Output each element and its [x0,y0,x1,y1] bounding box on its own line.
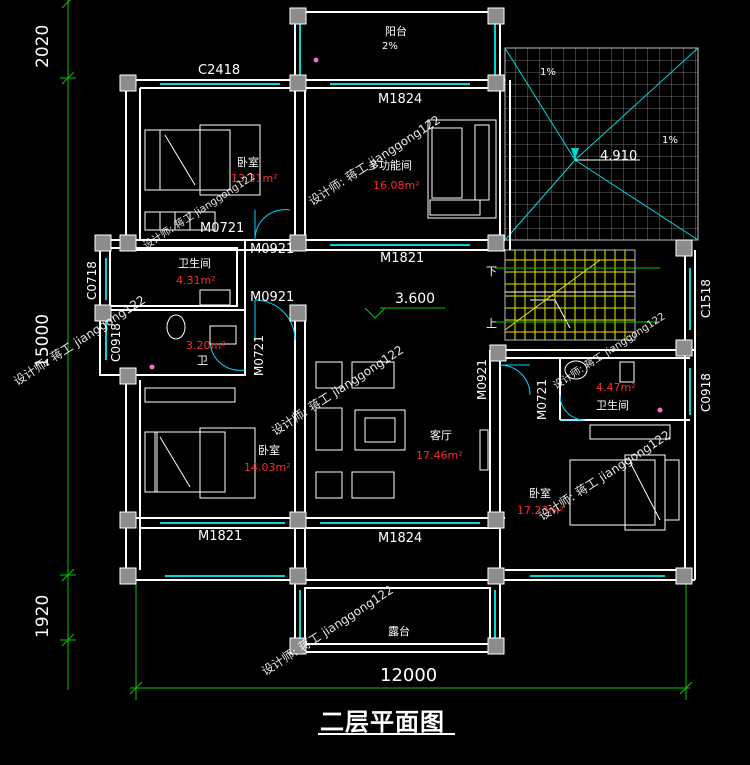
living-level: 3.600 [395,291,436,307]
windows [105,20,691,645]
opening-m0921-a: M0921 [250,242,295,257]
bath-w-area: 3.20m² [186,339,226,352]
bath-e-label: 卫生间 [596,399,629,412]
balcony-bottom-label: 露台 [388,625,410,638]
bedroom-nw-area: 13.31m² [231,172,278,185]
dim-total-width: 12000 [380,665,438,686]
furniture [144,119,680,531]
opening-m0721-a: M0721 [200,221,245,236]
opening-m1824-bottom: M1824 [378,531,423,546]
bath-nw-area: 4.31m² [176,274,216,287]
stairs [495,249,660,341]
balcony-top-label: 阳台 [385,25,407,38]
bedroom-w-label: 卧室 [258,444,280,457]
living-label: 客厅 [430,429,452,442]
bedroom-e-area: 17.23m² [517,504,564,517]
columns [94,7,693,655]
dimension-lines [60,0,693,700]
bath-nw-label: 卫生间 [178,257,211,270]
roof-level: 4.910 [600,149,638,164]
drawing-title: 二层平面图 [320,708,445,736]
bath-w-label: 卫 [197,354,208,367]
roof-terrace [504,47,699,241]
bedroom-e-label: 卧室 [529,487,551,500]
balcony-top-slope: 2% [382,41,398,52]
roof-slope-left: 1% [540,67,556,78]
bedroom-nw-label: 卧室 [237,156,259,169]
walls [99,11,696,653]
opening-m1821-mid: M1821 [380,251,425,266]
bath-e-area: 4.47m² [596,381,636,394]
opening-m1824-top: M1824 [378,92,423,107]
multi-room-label: 多功能间 [368,159,412,172]
roof-slope-right: 1% [662,135,678,146]
elevation-markers [364,307,445,319]
opening-m1821-bottom: M1821 [198,529,243,544]
opening-c2418: C2418 [198,63,241,78]
stair-down-label: 下 [486,265,497,278]
living-area: 17.46m² [416,449,463,462]
door-swings [209,209,586,421]
pink-markers [149,57,663,413]
opening-m0921-b: M0921 [250,290,295,305]
bedroom-w-area: 14.03m² [244,461,291,474]
stair-up-label: 上 [486,317,497,330]
multi-room-area: 16.08m² [373,179,420,192]
